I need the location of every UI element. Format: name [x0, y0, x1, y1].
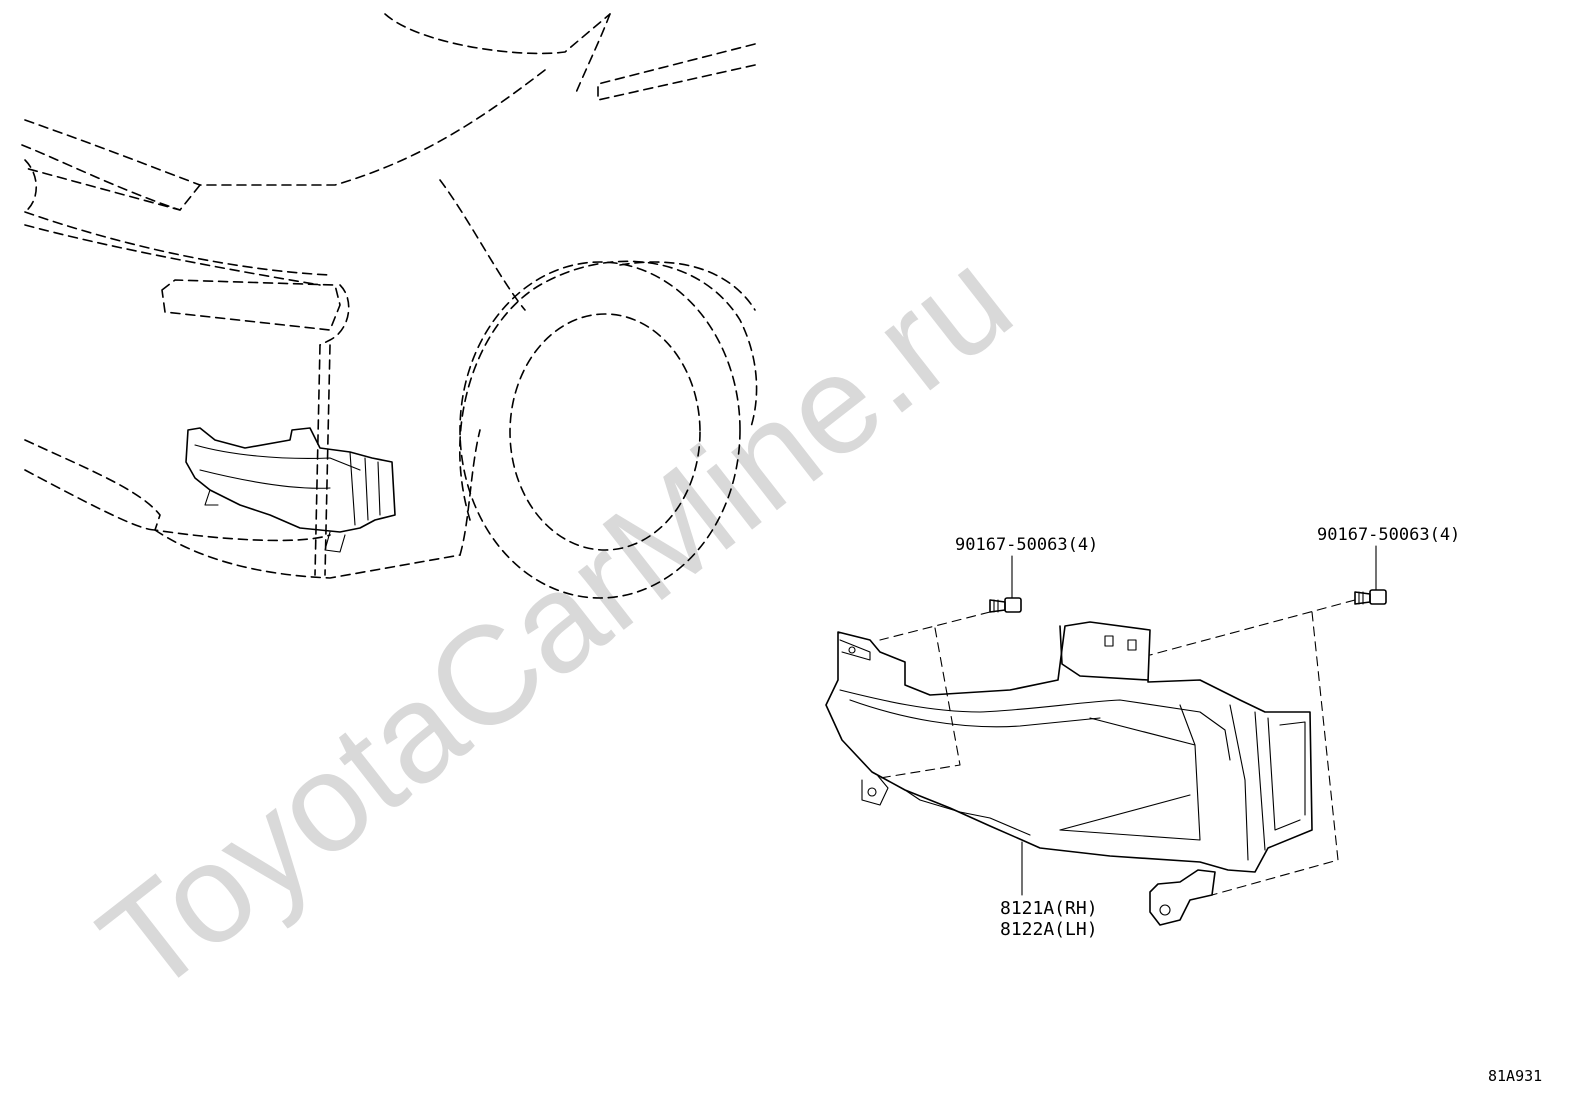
- vehicle-front-corner: [21, 13, 758, 599]
- bolt-right: [1354, 589, 1387, 605]
- installed-fog-lamp: [185, 427, 396, 553]
- assembly-lines: [879, 599, 1356, 896]
- callout-bolt-left: 90167-50063(4): [955, 535, 1098, 555]
- illustration-id: 81A931: [1488, 1067, 1542, 1085]
- fog-lamp-assembly: [825, 621, 1313, 926]
- callout-fog-lamp-rh: 8121A(RH): [1000, 898, 1098, 919]
- callout-fog-lamp-lh: 8122A(LH): [1000, 919, 1098, 940]
- watermark: ToyotaCarMine.ru: [72, 220, 1039, 1024]
- bolt-left: [989, 597, 1022, 613]
- callout-bolt-right: 90167-50063(4): [1317, 525, 1460, 545]
